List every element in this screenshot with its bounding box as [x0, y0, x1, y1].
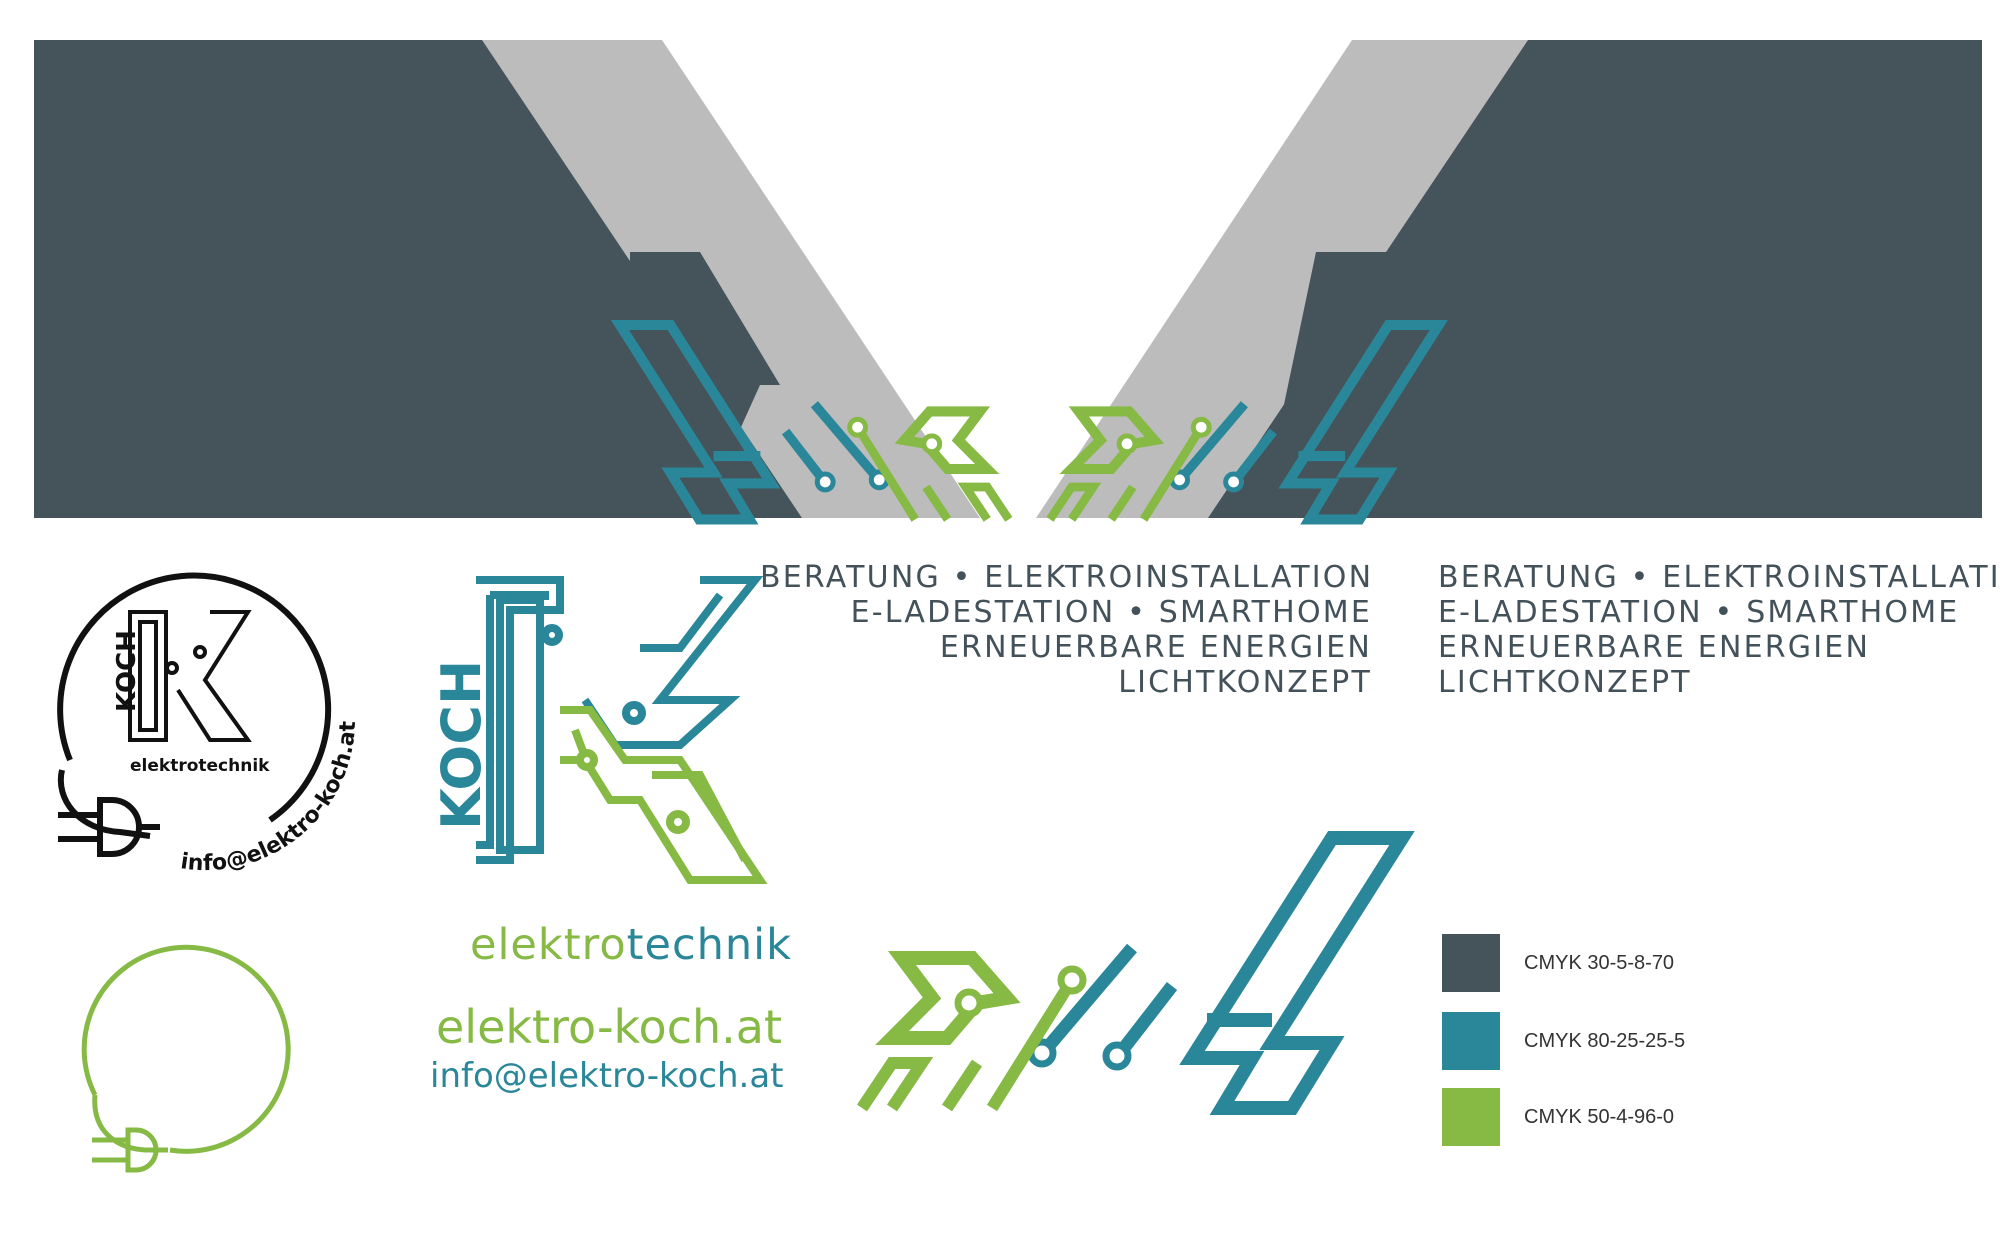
- logo-koch: KOCH: [430, 660, 493, 830]
- badge-black: [57, 572, 332, 857]
- banner-right: [1036, 40, 1982, 519]
- badge-k-monogram: [128, 610, 252, 742]
- logo-wordmark: elektrotechnik: [470, 920, 791, 970]
- badge-cable: [57, 572, 332, 823]
- wordmark-technik: technik: [626, 920, 792, 970]
- service-line-1: BERATUNG • ELEKTROINSTALLATION: [760, 560, 1374, 595]
- service-line-3: ERNEUERBARE ENERGIEN: [1438, 630, 1871, 665]
- swatch-label-teal: CMYK 80-25-25-5: [1524, 1029, 1686, 1052]
- palette-row-teal: CMYK 80-25-25-5: [1442, 1012, 1685, 1070]
- banner-left: [34, 40, 1009, 519]
- plug-icon: [58, 797, 160, 857]
- services-left: BERATUNG • ELEKTROINSTALLATION E-LADESTA…: [760, 560, 1372, 700]
- service-line-4: LICHTKONZEPT: [1438, 665, 1692, 700]
- banner-right-dark-step: [1260, 252, 1390, 518]
- swatch-label-dark: CMYK 30-5-8-70: [1524, 951, 1675, 974]
- swatch-teal: [1442, 1012, 1500, 1070]
- service-line-2: E-LADESTATION • SMARTHOME: [850, 595, 1372, 630]
- badge-koch: KOCH: [112, 630, 142, 712]
- service-line-1: BERATUNG • ELEKTROINSTALLATION: [1438, 560, 2000, 595]
- wordmark-elektro: elektro: [470, 920, 627, 970]
- green-cable-icon: [81, 944, 291, 1173]
- swatch-dark: [1442, 934, 1500, 992]
- large-circuit-mark: [862, 838, 1402, 1108]
- service-line-2: E-LADESTATION • SMARTHOME: [1438, 595, 1960, 630]
- palette-row-dark: CMYK 30-5-8-70: [1442, 934, 1674, 992]
- email-text: info@elektro-koch.at: [430, 1056, 784, 1096]
- swatch-green: [1442, 1088, 1500, 1146]
- service-line-4: LICHTKONZEPT: [1118, 665, 1372, 700]
- palette-row-green: CMYK 50-4-96-0: [1442, 1088, 1674, 1146]
- swatch-label-green: CMYK 50-4-96-0: [1524, 1105, 1675, 1128]
- banner-right-grey-stripe: [1036, 40, 1528, 518]
- banner-left-grey-stripe: [482, 40, 980, 518]
- badge-subtitle: elektrotechnik: [130, 756, 270, 776]
- logo-k-monogram: [476, 576, 768, 884]
- services-right: BERATUNG • ELEKTROINSTALLATION E-LADESTA…: [1438, 560, 2000, 700]
- service-line-3: ERNEUERBARE ENERGIEN: [939, 630, 1372, 665]
- website-text: elektro-koch.at: [436, 1000, 782, 1054]
- badge-email: info@elektro-koch.at: [179, 720, 361, 876]
